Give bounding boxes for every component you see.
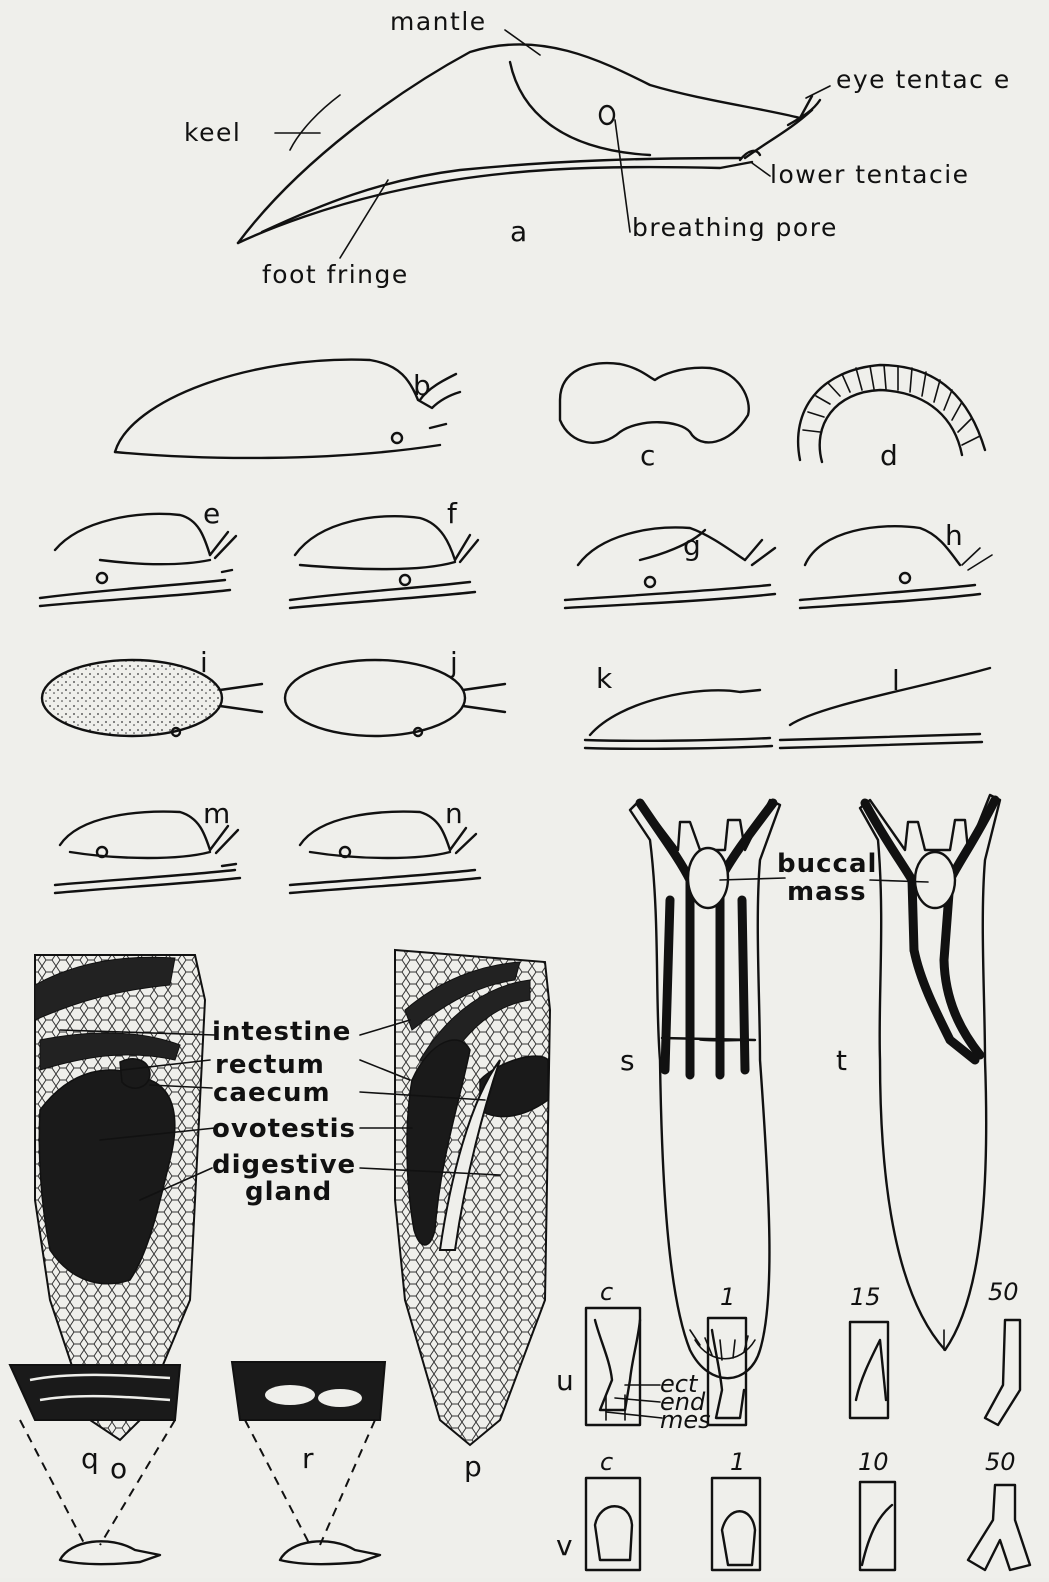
letter-f: f bbox=[447, 497, 458, 530]
figure-p-section: p bbox=[395, 950, 550, 1483]
figure-u-teeth: u c 1 15 50 ect end mes bbox=[556, 1278, 1020, 1434]
figure-e-slug: e bbox=[40, 497, 236, 606]
tooth-v-4-label: 50 bbox=[985, 1448, 1016, 1476]
letter-c: c bbox=[640, 439, 655, 472]
figure-d-ridged: d bbox=[798, 365, 985, 472]
figure-b-slug: b bbox=[115, 360, 460, 458]
figure-i-slug: i bbox=[42, 646, 262, 736]
letter-r: r bbox=[302, 1442, 314, 1475]
leader-eye-tentacle bbox=[806, 86, 830, 98]
figure-q-radula: q bbox=[10, 1365, 180, 1564]
tooth-u-3-label: 15 bbox=[850, 1283, 881, 1311]
letter-a: a bbox=[510, 215, 527, 248]
tooth-u-1-label: c bbox=[600, 1278, 613, 1306]
tooth-u-4-label: 50 bbox=[988, 1278, 1019, 1306]
tooth-v-3-label: 10 bbox=[858, 1448, 889, 1476]
label-ovotestis: ovotestis bbox=[212, 1114, 356, 1144]
figure-a-slug: mantle keel eye tentac e lower tentacie … bbox=[184, 7, 1011, 289]
label-mass: mass bbox=[787, 877, 867, 907]
label-buccal: buccal bbox=[777, 849, 877, 879]
label-intestine: intestine bbox=[212, 1017, 351, 1047]
label-caecum: caecum bbox=[213, 1078, 331, 1108]
letter-d: d bbox=[880, 439, 898, 472]
label-lower-tentacle: lower tentacie bbox=[770, 160, 970, 189]
label-mantle: mantle bbox=[390, 7, 487, 36]
label-breathing-pore: breathing pore bbox=[632, 213, 838, 242]
letter-j: j bbox=[449, 646, 458, 679]
figure-v-teeth: v c 1 10 50 bbox=[556, 1448, 1030, 1570]
label-mes: mes bbox=[660, 1406, 711, 1434]
letter-q: q bbox=[81, 1442, 99, 1475]
leader-mantle bbox=[505, 30, 540, 55]
label-gland: gland bbox=[245, 1177, 332, 1207]
label-digestive: digestive bbox=[212, 1150, 356, 1180]
figure-l-slug: l bbox=[780, 664, 990, 748]
tooth-u-2-label: 1 bbox=[720, 1283, 735, 1311]
figure-g-slug: g bbox=[565, 527, 775, 608]
label-keel: keel bbox=[184, 118, 241, 147]
tooth-v-1-label: c bbox=[600, 1448, 613, 1476]
label-rectum: rectum bbox=[215, 1050, 325, 1080]
letter-e: e bbox=[203, 497, 220, 530]
figure-r-radula: r bbox=[232, 1362, 385, 1564]
letter-n: n bbox=[445, 797, 463, 830]
letter-m: m bbox=[203, 797, 230, 830]
figure-c-section: c bbox=[560, 363, 749, 472]
letter-o: o bbox=[110, 1452, 127, 1485]
letter-s: s bbox=[620, 1044, 635, 1077]
letter-b: b bbox=[413, 369, 431, 402]
letter-l: l bbox=[892, 664, 900, 697]
letter-t: t bbox=[836, 1044, 847, 1077]
figure-m-slug: m bbox=[55, 797, 240, 893]
letter-h: h bbox=[945, 519, 963, 552]
figure-j-slug: j bbox=[285, 646, 505, 736]
leader-lower-tentacle bbox=[752, 163, 770, 176]
label-eye-tentacle: eye tentac e bbox=[836, 65, 1011, 94]
letter-g: g bbox=[683, 529, 701, 562]
figure-k-slug: k bbox=[585, 662, 772, 749]
tooth-v-2-label: 1 bbox=[730, 1448, 745, 1476]
letter-u: u bbox=[556, 1364, 574, 1397]
figure-s-body: s bbox=[620, 800, 780, 1378]
leader-breathing-pore bbox=[615, 120, 630, 232]
label-foot-fringe: foot fringe bbox=[262, 260, 409, 289]
letter-k: k bbox=[596, 662, 613, 695]
figure-n-slug: n bbox=[290, 797, 480, 893]
letter-p: p bbox=[464, 1450, 482, 1483]
figure-h-slug: h bbox=[800, 519, 992, 608]
letter-i: i bbox=[200, 646, 208, 679]
figure-f-slug: f bbox=[290, 497, 478, 608]
letter-v: v bbox=[556, 1529, 573, 1562]
